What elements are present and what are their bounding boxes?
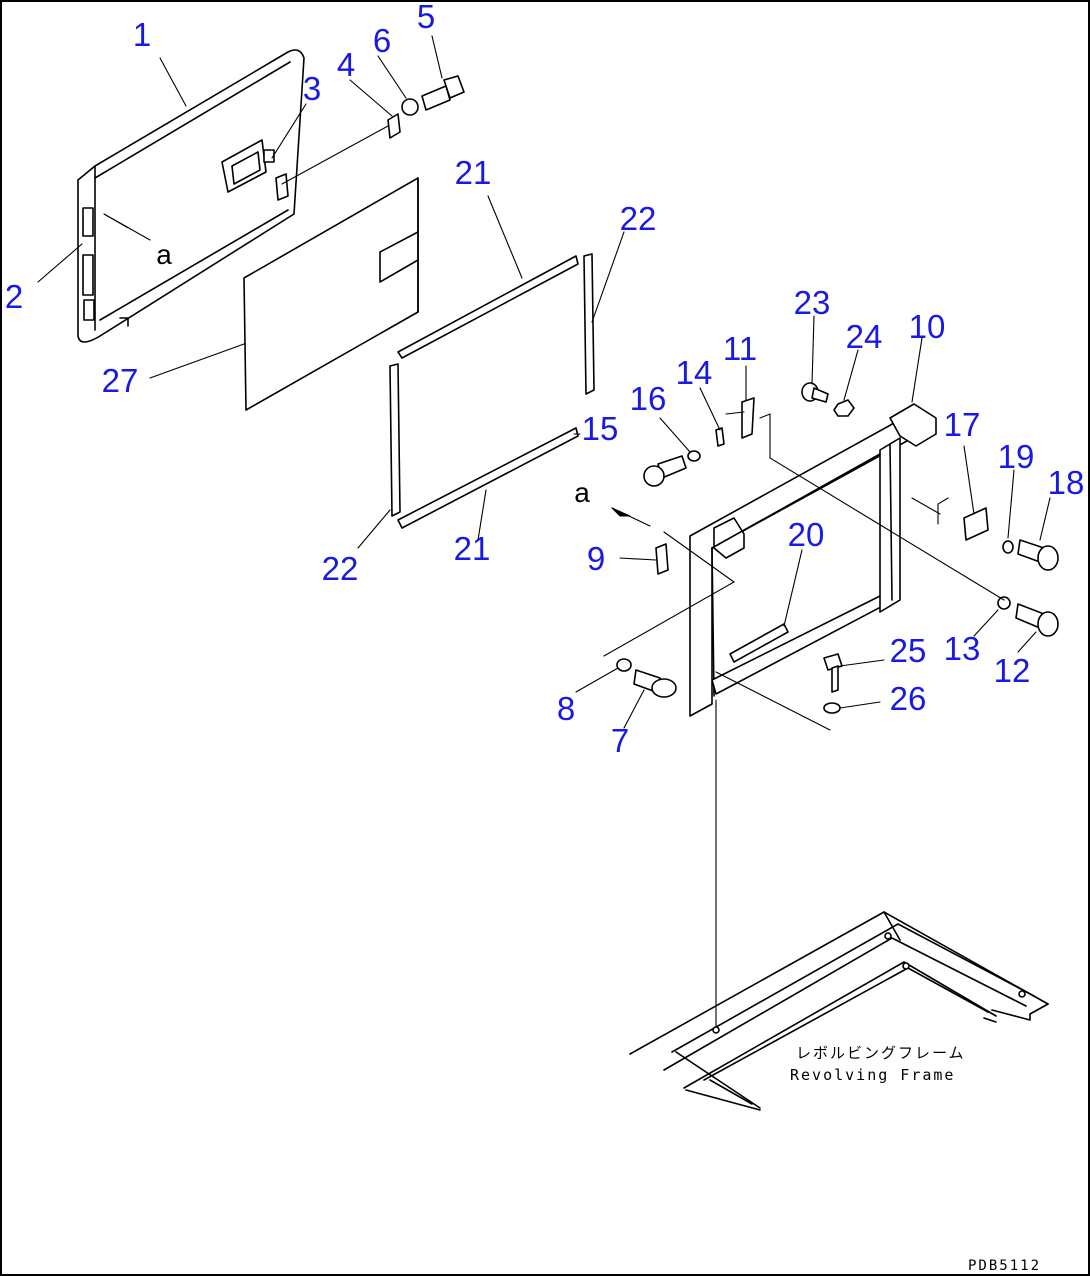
callout-26: 26 (890, 680, 927, 717)
washer-part-19 (1002, 540, 1014, 554)
frame-label-english: Revolving Frame (790, 1066, 955, 1084)
detail-ref-a-top: a (156, 239, 172, 270)
washer-part-16 (687, 450, 701, 462)
washer-part-6 (401, 98, 419, 116)
callout-6: 6 (373, 22, 391, 59)
seal-left-part-22 (389, 363, 401, 517)
bolt-part-18 (1017, 539, 1059, 571)
seal-upper-part-21 (397, 255, 579, 359)
frame-part-10 (689, 403, 937, 717)
bolt-part-15 (643, 455, 687, 487)
callout-23: 23 (794, 284, 831, 321)
detail-ref-a-mid: a (574, 477, 590, 508)
bolt-part-7 (633, 669, 677, 698)
callout-22-right: 22 (620, 200, 657, 237)
callout-17: 17 (944, 406, 981, 443)
callout-20: 20 (788, 516, 825, 553)
nut-part-24 (833, 399, 855, 417)
washer-part-26 (823, 702, 841, 714)
latch-part-3 (221, 139, 275, 193)
callout-7: 7 (611, 722, 629, 759)
revolving-frame (629, 911, 1049, 1111)
callout-3: 3 (303, 70, 321, 107)
callout-24: 24 (846, 318, 883, 355)
callout-27: 27 (102, 362, 139, 399)
callout-12: 12 (994, 652, 1031, 689)
callout-25: 25 (890, 632, 927, 669)
callout-10: 10 (909, 308, 946, 345)
drawing-code: PDB5112 (968, 1258, 1041, 1274)
callout-18: 18 (1048, 464, 1085, 501)
leader-lines (37, 35, 1051, 729)
washer-part-8 (616, 658, 632, 672)
plate-part-4 (387, 113, 401, 139)
callout-5: 5 (417, 0, 435, 35)
callout-21-lower: 21 (454, 530, 491, 567)
callout-8: 8 (557, 690, 575, 727)
callout-4: 4 (337, 46, 355, 83)
callout-1: 1 (133, 16, 151, 53)
callout-15: 15 (582, 410, 619, 447)
callout-13: 13 (944, 630, 981, 667)
plate-part-17 (963, 507, 989, 541)
bolt-part-12 (1015, 603, 1059, 637)
seal-right-part-22 (583, 253, 595, 395)
link-part-11 (741, 397, 755, 439)
callout-19: 19 (998, 438, 1035, 475)
callout-2: 2 (5, 278, 23, 315)
washer-part-13 (997, 596, 1011, 610)
cover-panel-part-1 (77, 49, 305, 343)
bolt-part-23 (801, 382, 829, 403)
callout-22-left: 22 (322, 550, 359, 587)
bolt-part-25 (823, 653, 843, 693)
callout-16: 16 (630, 380, 667, 417)
bolt-part-5 (421, 75, 465, 111)
callout-14: 14 (676, 354, 713, 391)
bracket-part-20 (729, 623, 789, 663)
seal-lower-part-21 (397, 427, 579, 529)
striker-bracket (275, 173, 289, 201)
frame-label-japanese: レボルビングフレーム (796, 1044, 966, 1062)
callout-21-upper: 21 (455, 154, 492, 191)
plate-part-14 (715, 427, 725, 447)
callout-9: 9 (587, 540, 605, 577)
callout-11: 11 (723, 330, 757, 367)
plate-part-9 (655, 543, 669, 575)
